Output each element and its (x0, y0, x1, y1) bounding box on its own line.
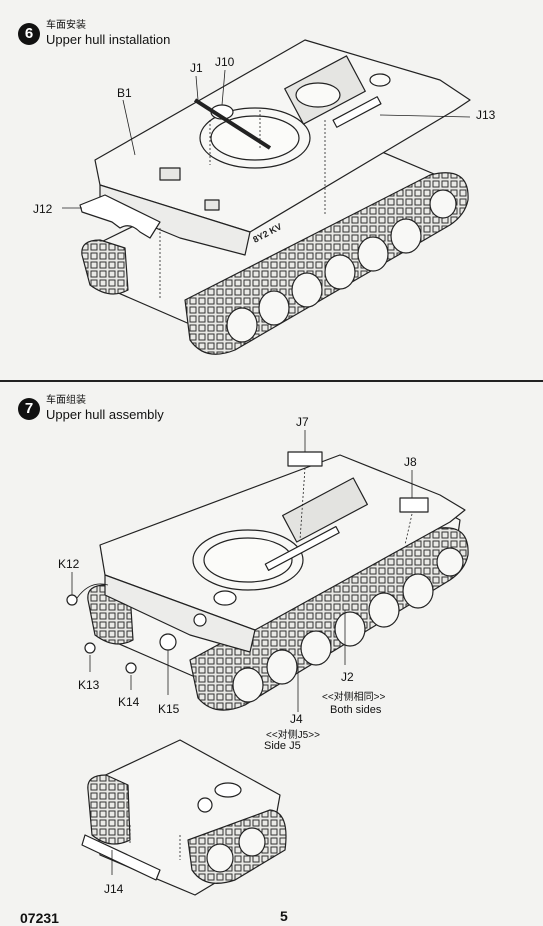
road-wheel (258, 290, 290, 326)
part-k12 (66, 594, 78, 606)
note-side-j5-zh: <<对侧J5>> (266, 730, 320, 741)
page-number: 5 (280, 908, 288, 924)
label-k12: K12 (58, 557, 80, 571)
part-j7 (287, 451, 323, 467)
road-wheel (324, 254, 356, 290)
hatch (213, 590, 237, 606)
part-k14 (125, 662, 137, 674)
label-j2: J2 (341, 670, 354, 684)
step-6-title-en: Upper hull installation (46, 32, 171, 47)
part-j1 (193, 98, 272, 150)
step-7-leaders (71, 430, 413, 712)
part-j14 (81, 834, 161, 881)
step-7-inset (81, 739, 287, 896)
step-7-header: 7 车面组装 Upper hull assembly (18, 395, 164, 423)
note-both-sides-en: Both sides (330, 704, 382, 716)
step-divider (0, 380, 543, 382)
road-wheel (402, 573, 434, 609)
part-k13 (84, 642, 96, 654)
step-6-header: 6 车面安装 Upper hull installation (18, 20, 170, 48)
inset-hatch (214, 782, 242, 798)
step-7-number: 7 (18, 398, 40, 420)
road-wheel (291, 272, 323, 308)
label-b1: B1 (117, 86, 132, 100)
label-k15: K15 (158, 702, 180, 716)
label-k13: K13 (78, 678, 100, 692)
step-6-tank (79, 39, 471, 355)
label-j7: J7 (296, 415, 309, 429)
engine-grille (282, 477, 368, 543)
step-7-inset-leaders (111, 825, 181, 875)
note-side-j5-en: Side J5 (264, 740, 301, 752)
step-7-title-en: Upper hull assembly (46, 407, 164, 422)
label-k14: K14 (118, 695, 140, 709)
note-both-sides-zh: <<对侧相同>> (322, 692, 386, 703)
part-k15 (159, 633, 177, 651)
part-j12 (79, 194, 161, 239)
road-wheel (232, 667, 264, 703)
kit-code: 07231 (20, 910, 59, 926)
label-j12: J12 (33, 202, 53, 216)
inset-wheel (238, 827, 266, 857)
step-6-number: 6 (18, 23, 40, 45)
inset-track-left (87, 774, 131, 845)
road-wheel (368, 592, 400, 628)
step-6-leaders (62, 69, 471, 300)
part-j13 (332, 96, 382, 128)
label-j1: J1 (190, 61, 203, 75)
idler-wheel (436, 547, 464, 577)
step-7-tank (66, 451, 469, 711)
road-wheel (300, 630, 332, 666)
left-track (81, 239, 129, 295)
engine-hatch (295, 82, 341, 108)
road-wheels (226, 189, 457, 343)
inset-wheel (206, 843, 234, 873)
step-6-title-zh: 车面安装 (46, 20, 86, 31)
front-glacis (104, 574, 256, 653)
label-j13: J13 (476, 108, 496, 122)
road-wheel (357, 236, 389, 272)
part-j8 (399, 497, 429, 513)
idler-wheel (429, 189, 457, 219)
road-wheel (226, 307, 258, 343)
label-j4: J4 (290, 712, 303, 726)
label-j10: J10 (215, 55, 235, 69)
center-bar (264, 525, 340, 571)
road-wheels (232, 547, 464, 703)
road-wheel (390, 218, 422, 254)
road-wheel (266, 649, 298, 685)
step-7-title-zh: 车面组装 (46, 395, 86, 406)
road-wheel (334, 611, 366, 647)
label-j14: J14 (104, 882, 124, 896)
label-j8: J8 (404, 455, 417, 469)
